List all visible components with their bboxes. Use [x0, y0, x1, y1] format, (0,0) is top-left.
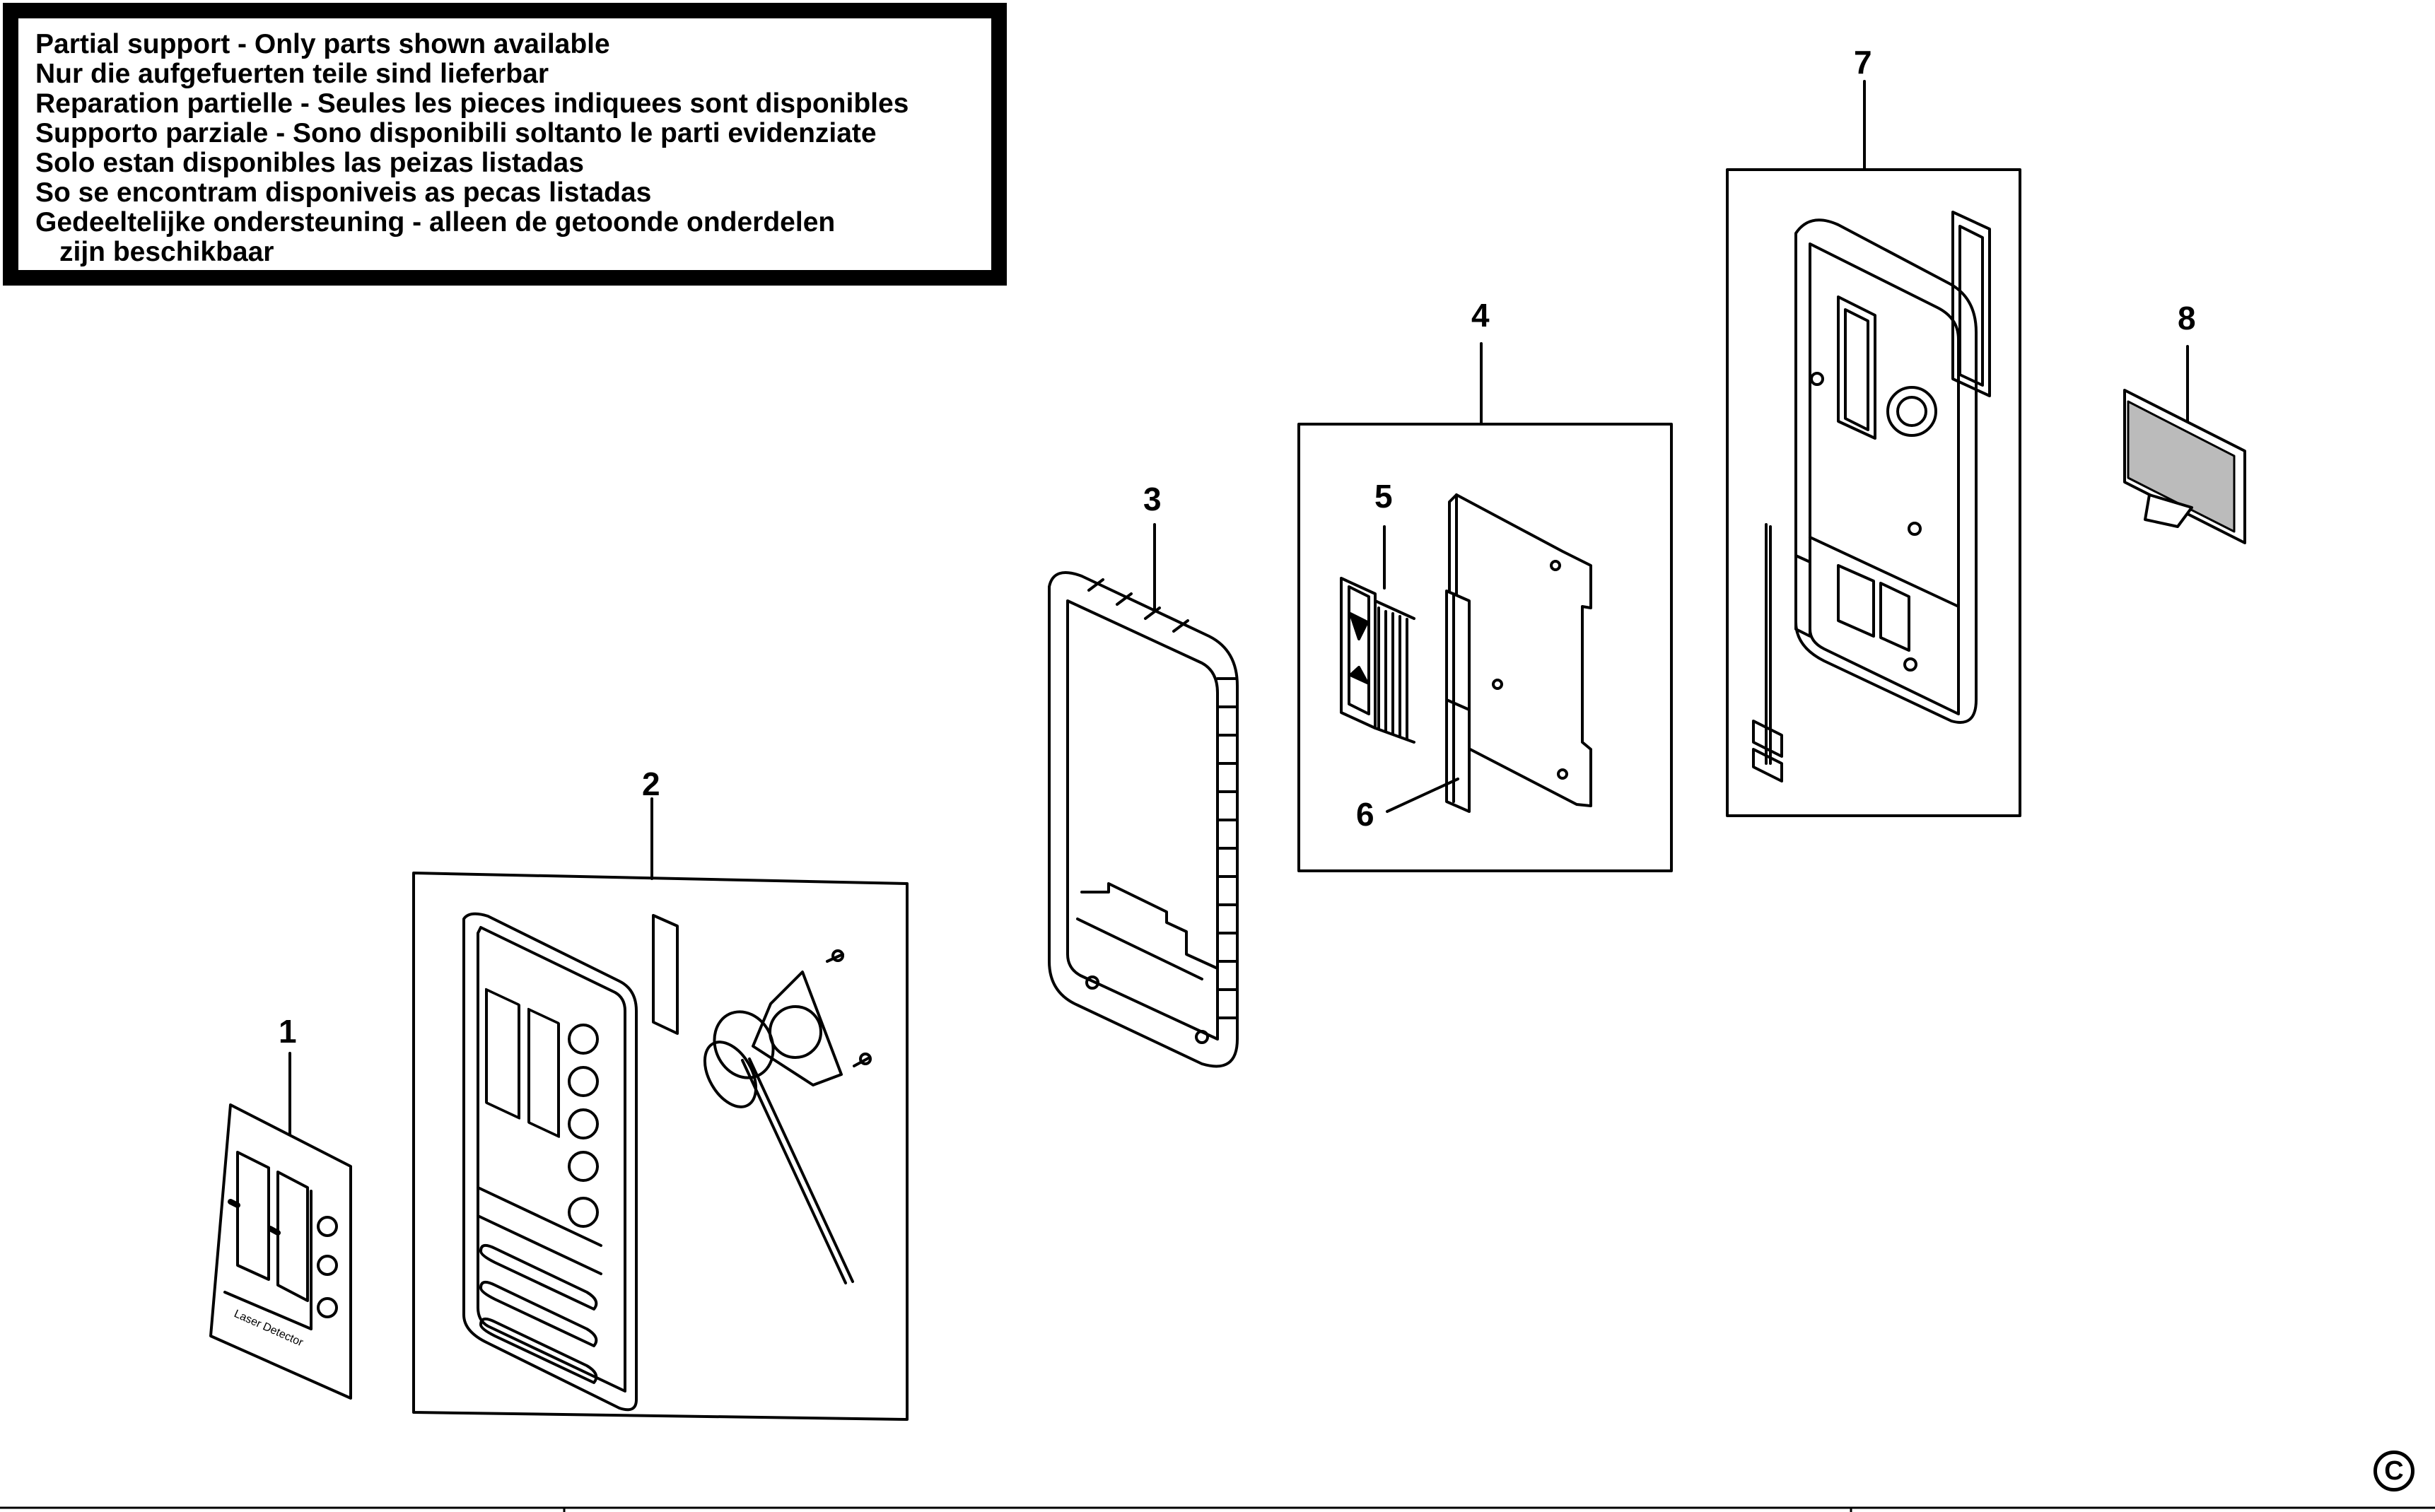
notice-line: Gedeeltelijke ondersteuning - alleen de …	[35, 207, 836, 238]
part-number-2: 2	[642, 766, 660, 802]
part-number-1: 1	[279, 1013, 297, 1050]
part-2-front-housing	[412, 797, 909, 1421]
part-2-bounding-box	[412, 872, 909, 1421]
notice-line: Solo estan disponibles las peizas listad…	[35, 148, 584, 178]
part-3-bumper-frame	[1048, 523, 1239, 1068]
copyright-symbol: C	[2373, 1451, 2414, 1492]
part-8-battery-door	[2123, 345, 2246, 544]
part-number-4: 4	[1471, 297, 1490, 334]
notice-line: So se encontram disponiveis as pecas lis…	[35, 177, 652, 208]
part-7-rear-housing	[1726, 80, 2021, 817]
leader-line-6	[1386, 778, 1459, 813]
part-4-bounding-box	[1297, 423, 1673, 872]
part-number-8: 8	[2178, 300, 2196, 336]
part-4-board-assembly	[1297, 342, 1673, 872]
notice-line: Partial support - Only parts shown avail…	[35, 29, 610, 59]
partial-support-notice: Partial support - Only parts shown avail…	[3, 3, 1007, 286]
part-number-3: 3	[1143, 481, 1162, 517]
part-number-5: 5	[1374, 478, 1393, 515]
notice-line: Reparation partielle - Seules les pieces…	[35, 88, 909, 119]
notice-line: Nur die aufgefuerten teile sind lieferba…	[35, 59, 549, 89]
notice-line: zijn beschikbaar	[59, 237, 274, 267]
part-7-bounding-box	[1726, 168, 2021, 817]
notice-line: Supporto parziale - Sono disponibili sol…	[35, 118, 877, 148]
part-1-front-label: Laser Detector	[209, 1052, 352, 1400]
part-number-7: 7	[1854, 44, 1872, 81]
part-number-6: 6	[1356, 796, 1374, 833]
